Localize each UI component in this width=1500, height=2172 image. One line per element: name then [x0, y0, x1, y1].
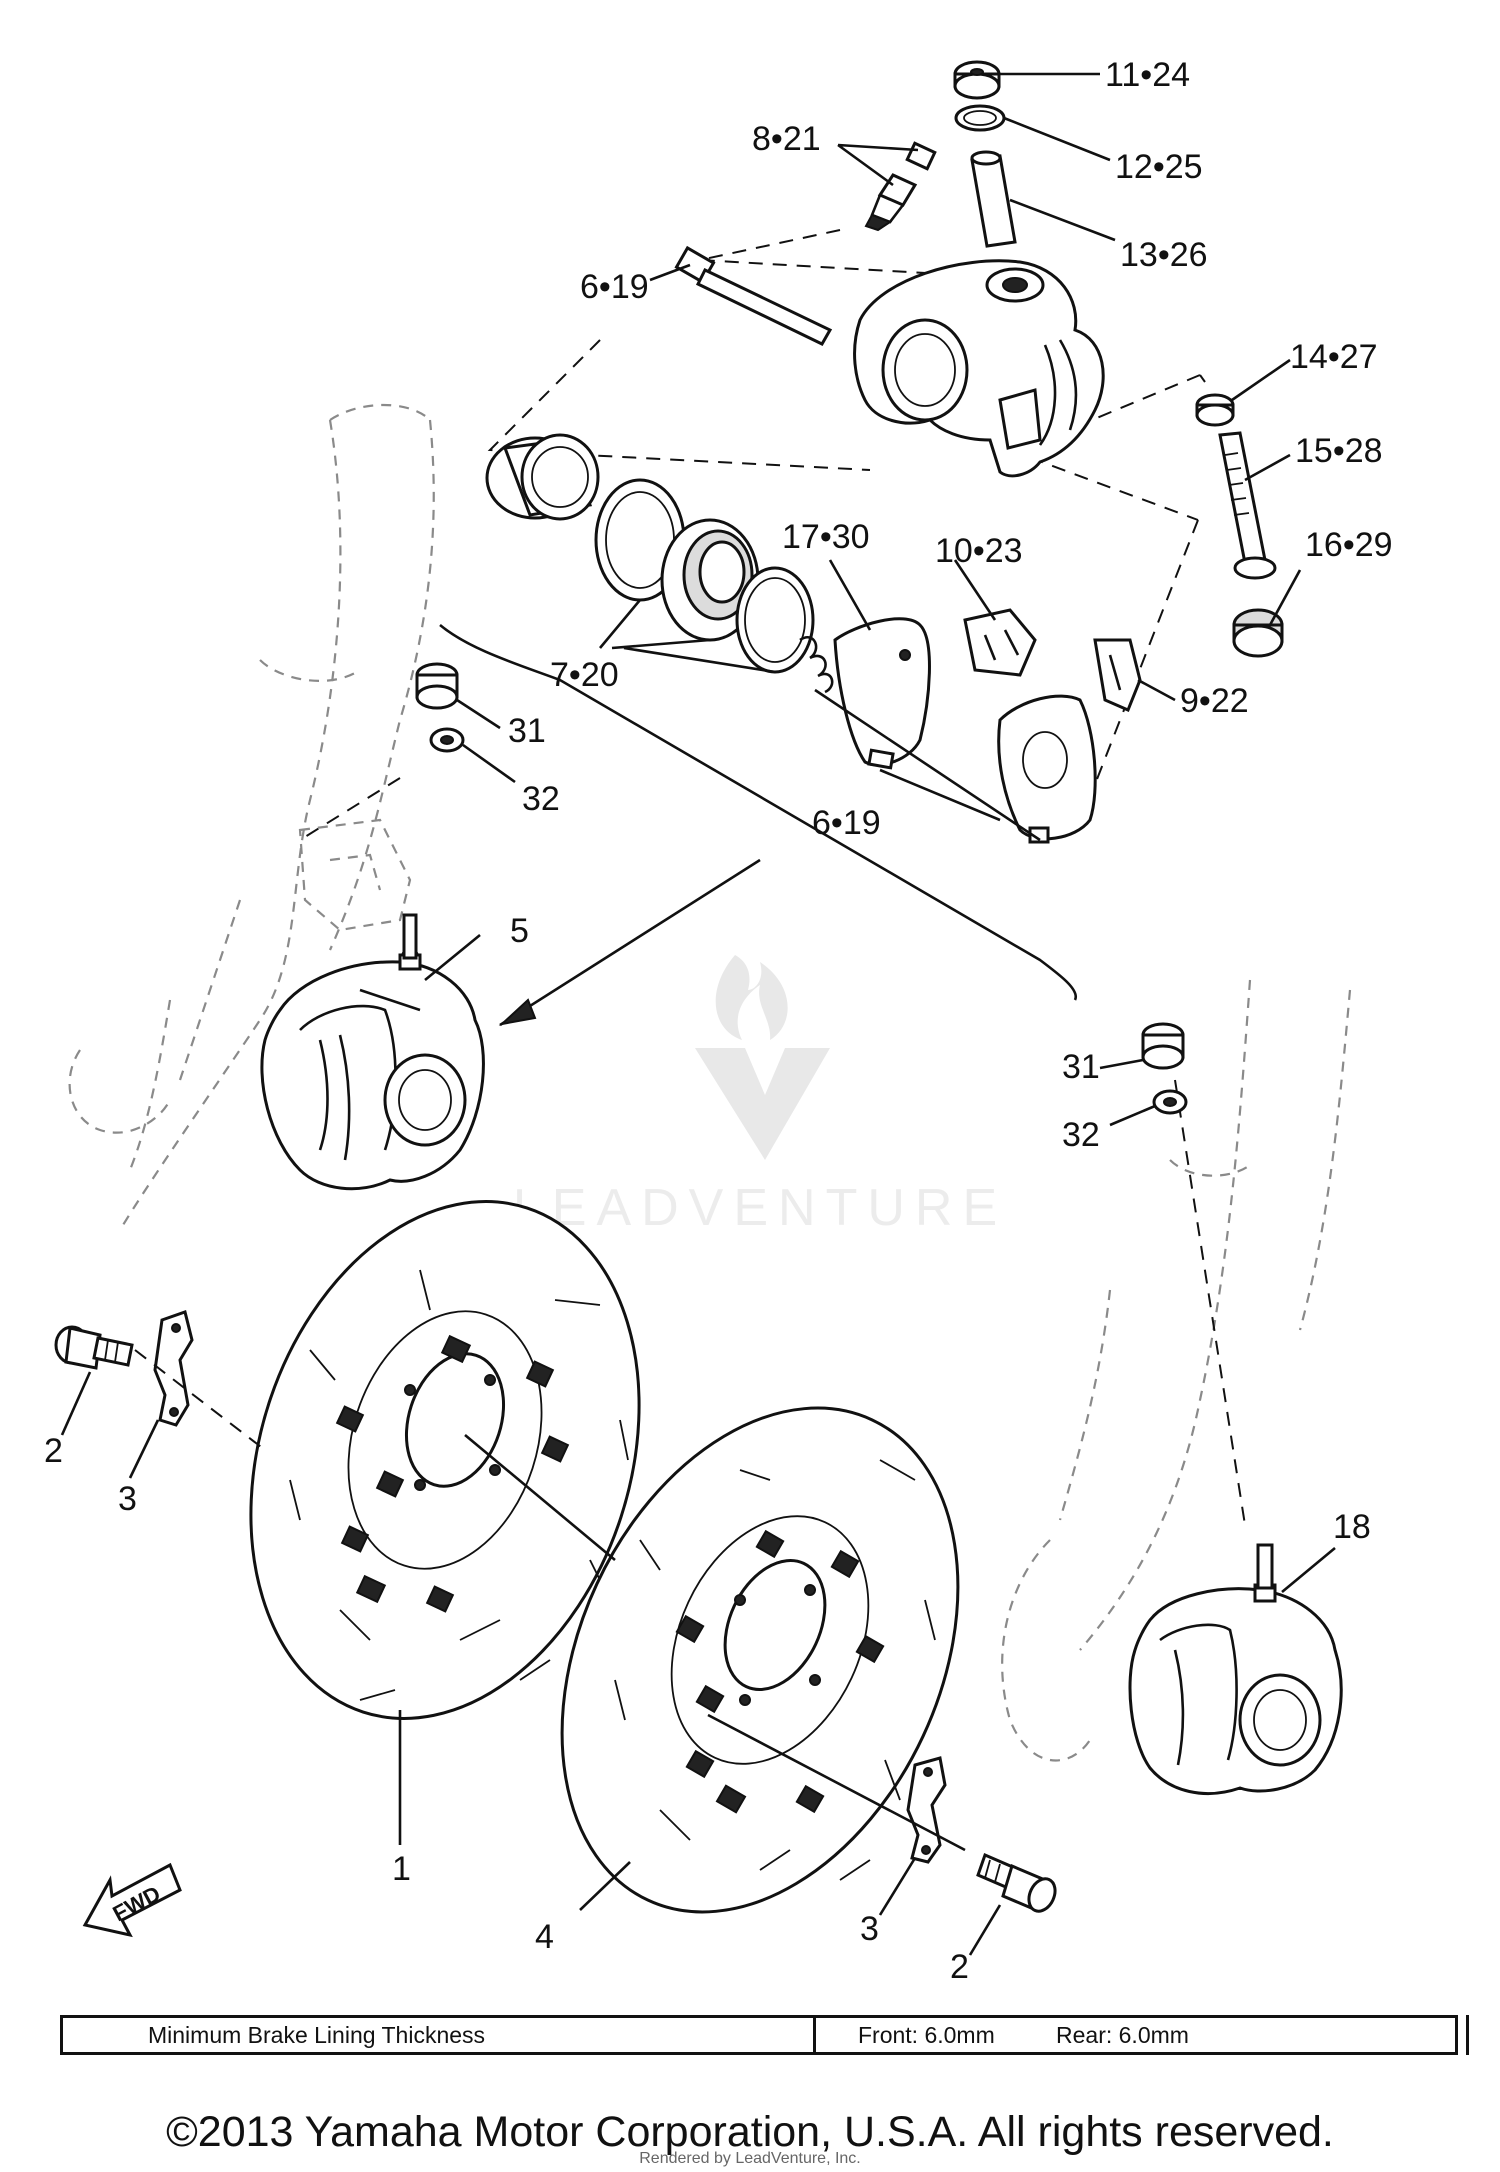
washer-32-right-part: [1152, 1089, 1188, 1115]
callout-2-left: 2: [44, 1432, 63, 1470]
piston-part: [485, 433, 600, 521]
callout-10-23: 10•23: [935, 532, 1023, 570]
callout-16-29: 16•29: [1305, 526, 1393, 564]
cap-part: [953, 60, 1001, 100]
arrow-head-icon: [498, 998, 537, 1026]
callout-9-22: 9•22: [1180, 682, 1249, 720]
spec-front: Front: 6.0mm: [858, 2021, 995, 2048]
rendered-by-text: Rendered by LeadVenture, Inc.: [639, 2150, 861, 2167]
bolt-axis-right: [707, 1713, 966, 1852]
bleed-screw-part: [864, 141, 937, 232]
disc-bolt-right-part: [976, 1852, 1057, 1913]
callout-8-21: 8•21: [752, 120, 821, 158]
nut-16-part: [1232, 608, 1284, 658]
brake-disc-right-part: [560, 1406, 960, 1914]
leader-31-left: [456, 698, 501, 730]
caliper-assembly-left-part: [260, 913, 485, 1191]
callout-18: 18: [1333, 1508, 1371, 1546]
callout-3-right: 3: [860, 1910, 879, 1948]
leader-4: [579, 1861, 631, 1911]
callout-3-left: 3: [118, 1480, 137, 1518]
callout-6-19-bottom: 6•19: [812, 804, 881, 842]
arrow-to-caliper-line: [499, 858, 761, 1027]
leader-18: [1281, 1546, 1336, 1594]
collar-31-right-part: [1141, 1022, 1185, 1070]
o-ring-part: [954, 104, 1006, 132]
callout-1: 1: [392, 1850, 411, 1888]
watermark-logo-icon: [695, 955, 830, 1160]
long-bolt-part: [1218, 431, 1277, 580]
callout-2-right: 2: [950, 1948, 969, 1986]
washer-32-left-part: [429, 727, 465, 753]
leader-2-left: [60, 1371, 92, 1436]
right-fork-ghost: [1001, 979, 1352, 1762]
brake-disc-left-part: [249, 1200, 641, 1720]
support-plate-part: [997, 694, 1097, 844]
spec-label: Minimum Brake Lining Thickness: [148, 2021, 486, 2048]
fwd-arrow-icon: FWD: [82, 1862, 182, 1938]
spec-end-tick: [1466, 2015, 1469, 2055]
pad-clip-part: [1093, 638, 1142, 712]
callout-31-right: 31: [1062, 1048, 1100, 1086]
caliper-assembly-right-part: [1128, 1543, 1343, 1795]
left-fork-ghost: [68, 404, 435, 1231]
disc-bracket-right-part: [906, 1756, 947, 1864]
leader-3-right: [878, 1857, 917, 1916]
spec-divider: [813, 2018, 816, 2052]
callout-6-19-top: 6•19: [580, 268, 649, 306]
washer-14-part: [1195, 393, 1235, 427]
callout-5: 5: [510, 912, 529, 950]
callout-12-25: 12•25: [1115, 148, 1203, 186]
spec-table: Minimum Brake Lining Thickness Front: 6.…: [60, 2015, 1469, 2055]
pad-spring-part: [799, 636, 834, 694]
callout-4: 4: [535, 1918, 554, 1956]
seal-ring-part: [735, 566, 815, 674]
leader-3-left: [128, 1419, 160, 1479]
callout-31-left: 31: [508, 712, 546, 750]
callout-labels: 11•24 12•25 8•21 13•26 6•19 14•27 15•28 …: [44, 56, 1393, 1986]
callout-11-24: 11•24: [1105, 56, 1190, 94]
caliper-bolt-part: [674, 245, 833, 346]
leader-5: [424, 933, 481, 982]
disc-bracket-left-part: [153, 1310, 194, 1427]
callout-7-20: 7•20: [550, 656, 619, 694]
caliper-body-exploded: [853, 259, 1105, 478]
sleeve-part: [970, 150, 1017, 248]
disc-axis-line: [464, 1434, 616, 1561]
callout-13-26: 13•26: [1120, 236, 1208, 274]
disc-bolt-left-part: [54, 1325, 134, 1370]
leader-32-right: [1109, 1104, 1156, 1127]
piston-seal-part: [660, 518, 760, 642]
copyright-text: ©2013 Yamaha Motor Corporation, U.S.A. A…: [166, 2108, 1334, 2156]
callout-17-30: 17•30: [782, 518, 870, 556]
leader-32-left: [462, 743, 516, 784]
upper-leaders: [599, 72, 1302, 842]
fork-bracket-left-ghost: [298, 818, 412, 932]
watermark-text: LEADVENTURE: [512, 1179, 1008, 1237]
leader-31-right: [1099, 1058, 1144, 1070]
spec-rear: Rear: 6.0mm: [1056, 2021, 1189, 2048]
bolt-axis-left: [134, 1349, 266, 1451]
callout-14-27: 14•27: [1290, 338, 1378, 376]
callout-32-left: 32: [522, 780, 560, 818]
leader-2-right: [968, 1904, 1002, 1956]
callout-32-right: 32: [1062, 1116, 1100, 1154]
pad-shim-part: [963, 608, 1037, 677]
brake-pad-part: [833, 617, 931, 770]
collar-31-left-part: [415, 662, 459, 710]
callout-15-28: 15•28: [1295, 432, 1383, 470]
